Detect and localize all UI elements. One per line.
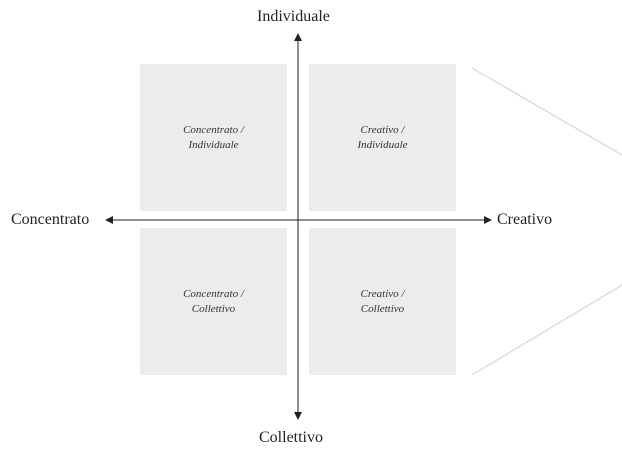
guide-line-top <box>471 67 622 156</box>
axis-label-right: Creativo <box>497 211 553 228</box>
quadrant-label-line2: Individuale <box>188 138 239 151</box>
quadrant-label-line1: Concentrato / <box>183 123 244 136</box>
axis-label-bottom: Collettivo <box>259 429 323 446</box>
quadrant-concentrato-collettivo: Concentrato / Collettivo <box>140 228 287 375</box>
quadrant-label-line1: Creativo / <box>360 287 405 300</box>
quadrant-concentrato-individuale: Concentrato / Individuale <box>140 64 287 211</box>
quadrant-creativo-collettivo: Creativo / Collettivo <box>309 228 456 375</box>
quadrant-label-line2: Collettivo <box>360 302 405 315</box>
quadrant-label-line1: Concentrato / <box>183 287 244 300</box>
quadrant-creativo-individuale: Creativo / Individuale <box>309 64 456 211</box>
quadrant-label-line2: Individuale <box>357 138 408 151</box>
axis-label-left: Concentrato <box>11 211 90 228</box>
quadrant-label-line2: Collettivo <box>191 302 236 315</box>
quadrant-label-line1: Creativo / <box>360 123 405 136</box>
guide-line-bottom <box>471 284 622 376</box>
axis-label-top: Individuale <box>257 8 330 25</box>
